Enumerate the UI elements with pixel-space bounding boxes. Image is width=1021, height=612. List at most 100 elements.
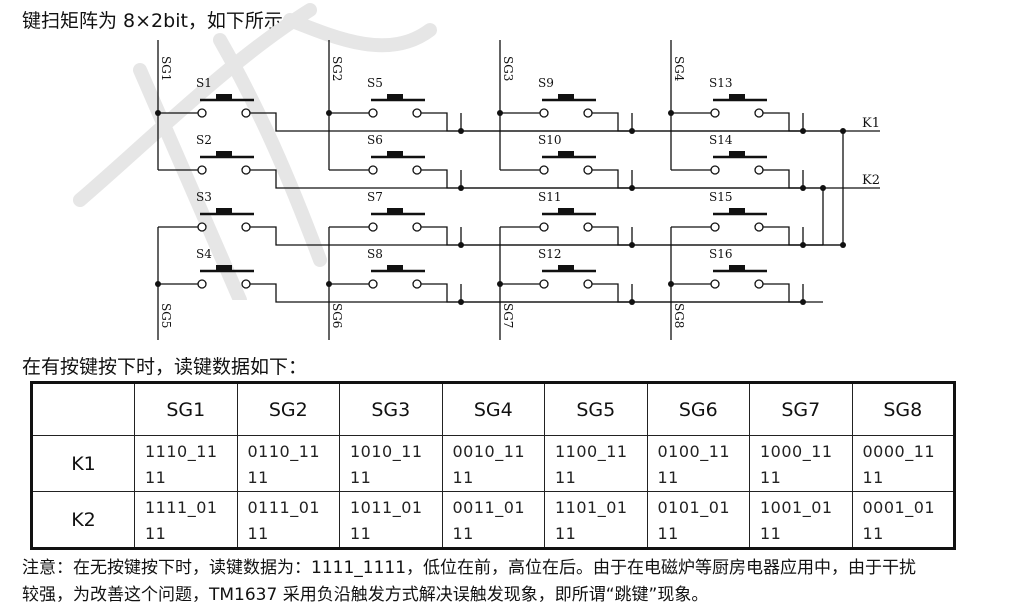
wire xyxy=(592,112,803,132)
junction-dot xyxy=(326,281,332,287)
key-data-line: 11 xyxy=(145,524,167,543)
switch-actuator xyxy=(729,151,745,157)
sg-label: SG4 xyxy=(672,56,686,82)
column-header: SG8 xyxy=(851,382,955,436)
switch-terminal xyxy=(197,222,207,232)
sg-label: SG7 xyxy=(501,303,515,328)
key-data-line: 1110_11 xyxy=(145,442,218,461)
push-switch xyxy=(539,94,596,118)
key-data-line: 11 xyxy=(555,524,577,543)
column-header: SG3 xyxy=(339,382,443,436)
k2-label: K2 xyxy=(862,173,880,188)
column-header: SG5 xyxy=(544,382,648,436)
switch-terminal xyxy=(197,165,207,175)
switch-terminal xyxy=(710,165,720,175)
wire xyxy=(592,226,803,246)
wire xyxy=(421,226,632,246)
switch-terminal xyxy=(710,279,720,289)
key-data-line: 1000_11 xyxy=(760,442,833,461)
key-data-line: 11 xyxy=(657,468,679,487)
switch-terminal xyxy=(539,108,549,118)
switch-terminal xyxy=(368,279,378,289)
junction-dot xyxy=(800,242,806,248)
column-header: SG1 xyxy=(134,382,238,436)
key-data-line: 11 xyxy=(862,524,884,543)
key-data-line: 11 xyxy=(145,468,167,487)
table-corner-cell xyxy=(31,382,135,436)
key-data-line: 0010_11 xyxy=(452,442,526,461)
switch-terminal xyxy=(368,165,378,175)
wire xyxy=(250,283,461,303)
junction-dot xyxy=(458,242,464,248)
junction-dot xyxy=(497,281,503,287)
column-header: SG4 xyxy=(441,382,545,436)
key-data-line: 11 xyxy=(452,468,474,487)
switch-terminal xyxy=(754,222,764,232)
wire xyxy=(250,112,461,132)
junction-dot xyxy=(840,242,846,248)
key-data-cell: 0010_11 11 xyxy=(441,435,545,492)
sg-label: SG5 xyxy=(159,303,173,328)
switch-label: S4 xyxy=(196,247,212,261)
switch-label: S10 xyxy=(538,133,562,147)
switch-actuator xyxy=(387,208,403,214)
read-data-heading: 在有按键按下时，读键数据如下： xyxy=(22,356,308,378)
key-data-line: 0011_01 xyxy=(452,498,526,517)
push-switch xyxy=(368,94,425,118)
wire xyxy=(421,283,632,303)
push-switch xyxy=(368,265,425,289)
junction-dot xyxy=(629,299,635,305)
push-switch xyxy=(710,94,767,118)
switch-terminal xyxy=(539,222,549,232)
row-header: K2 xyxy=(31,491,135,549)
push-switch xyxy=(197,265,254,289)
row-header: K1 xyxy=(31,435,135,492)
k1-label: K1 xyxy=(862,116,880,131)
junction-dot xyxy=(458,299,464,305)
push-switch xyxy=(710,208,767,232)
sg-label: SG6 xyxy=(330,303,344,328)
switch-actuator xyxy=(729,94,745,100)
switch-actuator xyxy=(216,208,232,214)
key-data-cell: 1110_11 11 xyxy=(134,435,238,492)
junction-dot xyxy=(458,185,464,191)
switch-label: S8 xyxy=(367,247,383,261)
junction-dot xyxy=(668,110,674,116)
key-data-line: 1111_01 xyxy=(145,498,218,517)
switch-terminal xyxy=(754,165,764,175)
switch-actuator xyxy=(387,94,403,100)
switch-label: S11 xyxy=(538,190,562,204)
switch-label: S3 xyxy=(196,190,212,204)
switch-terminal xyxy=(710,222,720,232)
key-data-line: 11 xyxy=(862,468,884,487)
junction-dot xyxy=(155,110,161,116)
column-header: SG2 xyxy=(236,382,340,436)
junction-dot xyxy=(800,128,806,134)
key-data-line: 0000_11 xyxy=(862,442,936,461)
push-switch xyxy=(710,265,767,289)
key-data-line: 11 xyxy=(350,468,372,487)
switch-terminal xyxy=(241,108,251,118)
key-data-cell: 0000_11 11 xyxy=(851,435,955,492)
switch-actuator xyxy=(216,265,232,271)
switch-label: S2 xyxy=(196,133,212,147)
switch-terminal xyxy=(583,108,593,118)
column-header: SG6 xyxy=(646,382,750,436)
junction-dot xyxy=(820,185,826,191)
push-switch xyxy=(539,265,596,289)
key-data-line: 11 xyxy=(555,468,577,487)
junction-dot xyxy=(497,110,503,116)
switch-terminal xyxy=(583,279,593,289)
switch-terminal xyxy=(241,279,251,289)
switch-terminal xyxy=(539,279,549,289)
note-line-1: 注意：在无按键按下时，读键数据为：1111_1111，低位在前，高位在后。由于在… xyxy=(22,558,917,578)
junction-dot xyxy=(800,185,806,191)
